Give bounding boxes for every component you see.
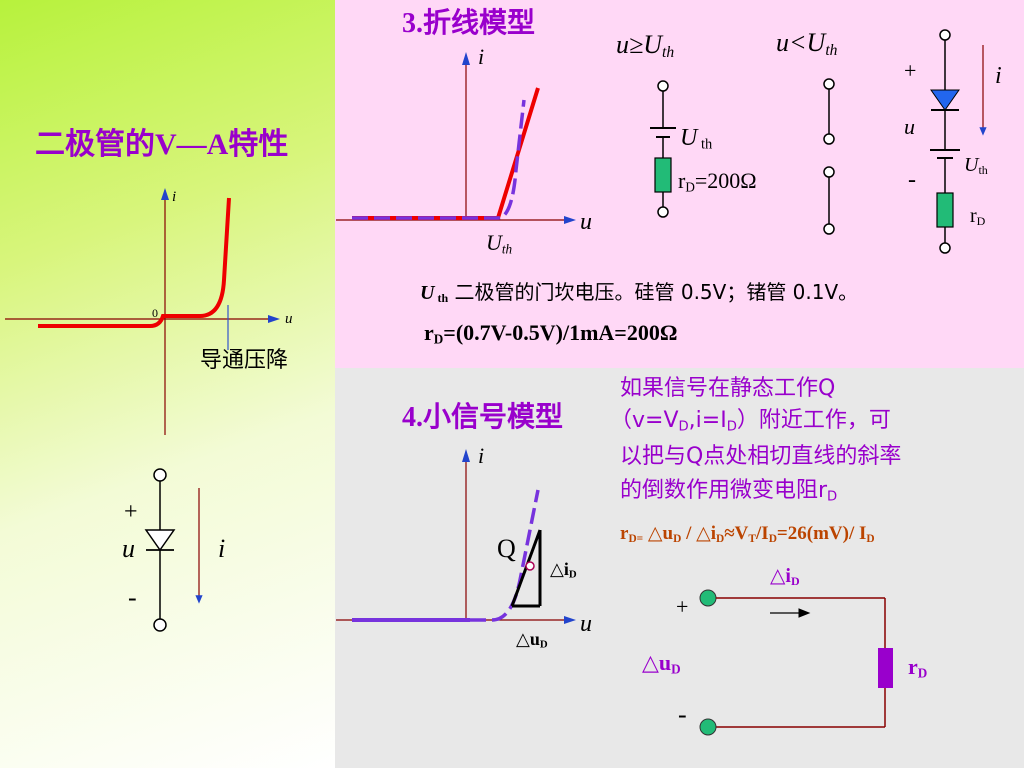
desc-line-3: 以把与Q点处相切直线的斜率 <box>620 444 902 469</box>
circuit-conducting <box>650 80 676 218</box>
q-point <box>525 561 535 571</box>
top-right-panel <box>335 0 1024 368</box>
left-diode-i: i <box>218 534 226 563</box>
va-u-label: u <box>285 311 293 327</box>
delta-id-label: △iD <box>550 559 577 581</box>
piecewise-i-label: i <box>478 44 485 69</box>
circuit-open <box>823 78 835 235</box>
left-diode-plus: + <box>124 499 138 525</box>
piecewise-real-curve <box>352 99 526 220</box>
resistor-rd <box>654 157 672 193</box>
va-i-axis-arrow <box>161 188 169 200</box>
bottom-right-panel <box>335 368 1024 768</box>
va-u-axis-arrow <box>268 315 280 323</box>
circuit-rd-label: rD <box>908 654 928 681</box>
smallsignal-title: 4.小信号模型 <box>402 402 564 433</box>
model-uth-label: Uth <box>964 154 988 177</box>
left-diode-u: u <box>122 534 135 563</box>
model-rd-label: rD <box>970 205 986 228</box>
rd-resistor <box>878 648 893 688</box>
conduction-drop-label: 导通压降 <box>200 348 289 373</box>
rd-formula: rD=(0.7V-0.5V)/1mA=200Ω <box>424 320 678 347</box>
model-diode-triangle <box>930 89 960 111</box>
piecewise-title: 3.折线模型 <box>402 8 536 39</box>
piecewise-graph <box>336 52 576 224</box>
left-diode-symbol <box>144 468 203 632</box>
left-diode-minus: - <box>128 583 137 612</box>
diode-triangle <box>144 529 176 552</box>
va-curve <box>38 197 231 328</box>
va-origin-label: 0 <box>152 306 158 320</box>
circuit-delta-ud: △uD <box>642 650 681 677</box>
threshold-note: U th 二极管的门坎电压。硅管 0.5V；锗管 0.1V。 <box>420 280 859 305</box>
q-label: Q <box>497 534 516 563</box>
smallsignal-i-label: i <box>478 443 485 468</box>
desc-line-4: 的倒数作用微变电阻rD <box>620 478 838 505</box>
rd-equivalent-circuit <box>699 589 893 736</box>
delta-ud-label: △uD <box>516 629 548 651</box>
piecewise-line <box>352 87 540 220</box>
left-title: 二极管的V—A特性 <box>35 128 289 161</box>
cond-ge-label: u≥Uth <box>616 30 675 61</box>
battery-uth-label: U th <box>680 125 713 153</box>
model-plus: + <box>904 58 917 83</box>
va-i-label: i <box>172 189 177 205</box>
circuit-delta-id: △iD <box>770 565 800 588</box>
va-characteristic-graph <box>5 188 280 435</box>
rd-value-label: rD=200Ω <box>678 168 757 195</box>
rd-equation: rD= △uD / △iD≈VT/ID=26(mV)/ ID <box>620 523 875 545</box>
model-i: i <box>995 63 1002 89</box>
diode-model-circuit <box>930 29 987 254</box>
model-u: u <box>904 114 915 139</box>
piecewise-u-label: u <box>580 209 592 235</box>
circuit-minus: - <box>678 700 687 729</box>
desc-line-2: （v=VD,i=ID）附近工作，可 <box>610 408 891 435</box>
model-minus: - <box>908 167 916 193</box>
small-signal-graph <box>336 449 576 624</box>
desc-line-1: 如果信号在静态工作Q <box>620 376 836 401</box>
smallsignal-u-label: u <box>580 611 592 637</box>
piecewise-uth-label: Uth <box>486 230 513 257</box>
cond-lt-label: u<Uth <box>776 28 838 59</box>
left-panel <box>0 0 335 768</box>
circuit-plus: + <box>676 594 689 619</box>
